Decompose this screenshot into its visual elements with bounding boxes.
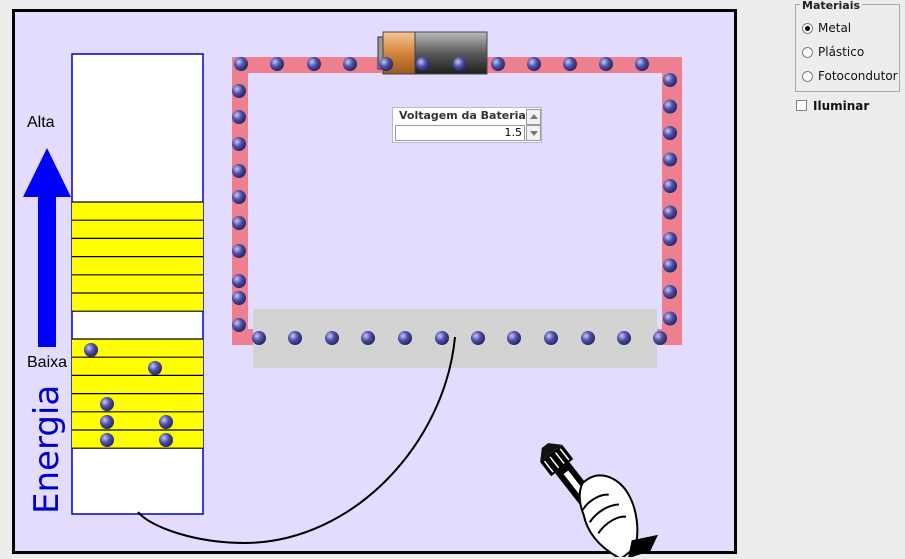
voltage-decrement-button[interactable] [526,125,541,141]
electron-icon [663,232,677,246]
radio-icon [802,71,813,82]
electron-icon [100,397,114,411]
electron-icon [563,57,577,71]
electron-icon [663,285,677,299]
electron-icon [288,331,302,345]
electron-icon [491,57,505,71]
electron-icon [232,164,246,178]
electron-icon [398,331,412,345]
circuit-wire [232,57,682,345]
electron-icon [663,152,677,167]
material-option-label: Metal [818,21,852,35]
valence-band [72,338,203,449]
electron-icon [159,433,173,447]
chevron-up-icon [530,114,538,119]
electron-icon [100,433,114,447]
battery-voltage-panel: Voltagem da Bateria 1.5 [392,107,542,143]
conduction-band [72,201,203,312]
electron-icon [307,57,321,71]
electron-icon [232,190,246,204]
electron-icon [343,57,357,71]
electron-icon [617,331,631,345]
electron-icon [232,244,246,258]
radio-icon [802,47,813,58]
materials-title: Materiais [800,0,863,12]
electron-icon [635,57,649,71]
electron-icon [416,57,430,71]
electron-icon [270,57,284,71]
electron-icon [599,57,613,71]
electron-icon [232,216,246,230]
energy-high-label: Alta [27,114,55,131]
electron-icon [232,318,246,332]
electron-icon [453,57,467,71]
energy-level-diagram: Alta Baixa Energia [23,53,204,515]
battery-voltage-value: 1.5 [504,126,523,139]
electron-icon [325,331,339,345]
electron-icon [581,331,595,345]
electron-icon [100,415,114,429]
material-option-label: Plástico [818,45,865,59]
electron-icon [663,126,677,140]
materials-panel: Materiais Metal Plástico Fotocondutor [795,0,900,92]
electron-icon [232,137,246,151]
level-electrons [84,343,173,447]
electron-icon [361,331,375,345]
electron-icon [232,291,246,305]
illuminate-label: Iluminar [813,99,870,113]
checkbox-icon [796,100,807,111]
electron-icon [663,73,677,87]
energy-arrow-icon [23,148,71,347]
energy-low-label: Baixa [27,354,67,371]
electron-icon [232,274,246,288]
electron-icon [663,99,677,114]
chevron-down-icon [530,131,538,136]
electron-icon [232,84,246,98]
simulation-canvas: Alta Baixa Energia [12,9,737,557]
electron-icon [663,179,677,193]
battery-icon [377,31,488,75]
electron-icon [159,415,173,429]
electron-icon [663,311,677,326]
wire-electrons [232,57,677,345]
electron-icon [653,331,667,345]
material-option-label: Fotocondutor [818,69,898,83]
electron-icon [471,331,485,345]
flashlight-icon[interactable] [531,423,665,557]
electron-icon [84,343,98,357]
electron-icon [435,331,449,345]
band-connector-line [137,336,456,545]
electron-icon [527,57,541,71]
electron-icon [507,331,521,345]
electron-icon [148,361,162,375]
electron-icon [252,331,266,345]
electron-icon [663,258,677,273]
radio-icon [802,23,813,34]
electron-icon [232,110,246,124]
voltage-increment-button[interactable] [526,109,541,125]
electron-icon [663,205,677,220]
battery-voltage-input[interactable]: 1.5 [395,125,525,141]
electron-icon [544,331,558,345]
energy-axis-title: Energia [27,385,67,514]
electron-icon [379,57,393,71]
battery-voltage-title: Voltagem da Bateria [399,109,526,122]
circuit-scene: Alta Baixa Energia [23,31,682,557]
electron-icon [234,57,248,71]
